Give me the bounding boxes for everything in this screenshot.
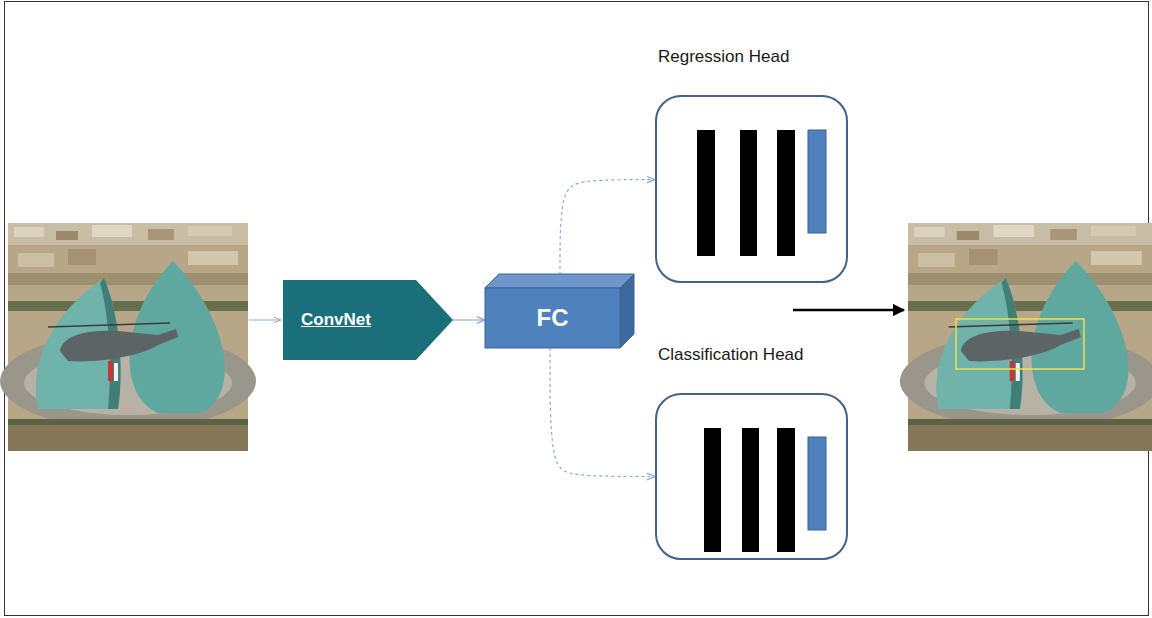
head-title: Regression Head xyxy=(658,47,789,67)
input-image xyxy=(0,223,256,451)
classification-head-box: Classification Head xyxy=(655,393,848,560)
block-label: ConvNet xyxy=(301,310,371,330)
pentagon-fill xyxy=(283,280,453,360)
cube-side xyxy=(620,274,634,348)
cube-top xyxy=(485,274,634,288)
regression-bars xyxy=(697,130,826,256)
connector-arrow xyxy=(550,348,655,477)
layer-bar xyxy=(777,428,795,552)
output-bar xyxy=(808,130,826,233)
output-bar xyxy=(808,437,826,530)
classification-bars xyxy=(704,428,826,552)
output-image xyxy=(900,223,1152,451)
layer-bar xyxy=(742,428,759,552)
bounding-box xyxy=(956,319,1084,369)
connector-arrow xyxy=(560,180,655,275)
head-heading: Regression Head xyxy=(658,47,789,67)
input-arrow xyxy=(249,320,281,321)
layer-bar xyxy=(704,428,721,552)
cube-face: FC xyxy=(485,288,620,348)
regression-head-box: Regression Head xyxy=(655,95,848,283)
head-title: Classification Head xyxy=(658,345,804,365)
block-label: FC xyxy=(537,304,569,332)
cube-front xyxy=(485,288,620,348)
head-heading: Classification Head xyxy=(658,345,804,365)
layer-bar xyxy=(740,130,757,256)
layer-bar xyxy=(697,130,715,256)
connector-arrow xyxy=(453,319,485,320)
layer-bar xyxy=(777,130,795,256)
output-arrow xyxy=(793,309,904,312)
fc-block: FC xyxy=(485,274,634,348)
convnet-block: ConvNet xyxy=(283,280,453,360)
